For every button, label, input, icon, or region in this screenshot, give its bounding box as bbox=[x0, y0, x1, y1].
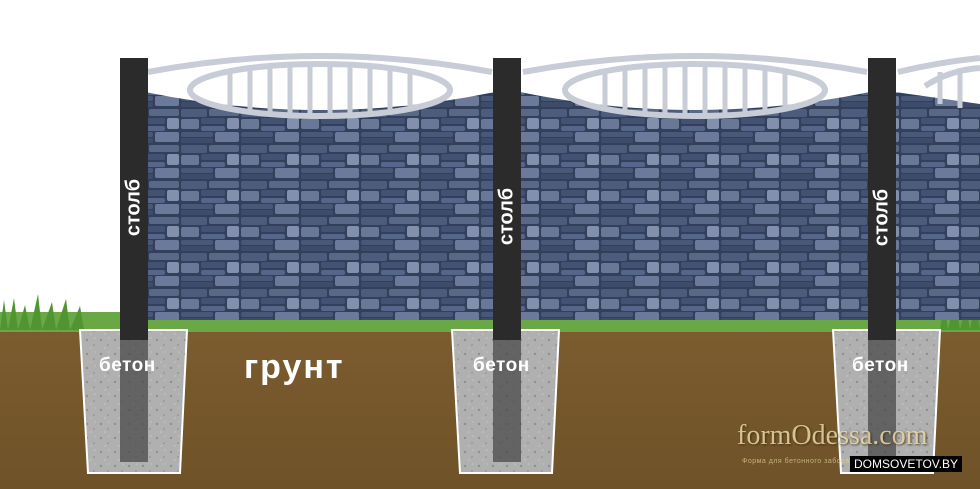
fence-panel-3 bbox=[895, 74, 980, 320]
panel-decor-1 bbox=[145, 50, 495, 119]
watermark-site: DOMSOVETOV.BY bbox=[850, 456, 963, 472]
post-label-1: столб bbox=[122, 178, 145, 237]
post-in-concrete-3 bbox=[868, 340, 896, 462]
post-in-concrete-1 bbox=[120, 340, 148, 462]
panel-decor-3 bbox=[895, 50, 980, 108]
grass-blades-left bbox=[0, 294, 84, 330]
soil-label: грунт bbox=[244, 348, 345, 386]
watermark-tagline: Форма для бетонного забора bbox=[742, 458, 850, 465]
fence-panel-2 bbox=[520, 74, 870, 320]
fence-post-3 bbox=[868, 58, 896, 340]
post-label-3: столб bbox=[870, 188, 893, 247]
fence-panel-1 bbox=[145, 74, 495, 320]
grass-blades-right bbox=[940, 296, 980, 330]
post-label-2: столб bbox=[495, 187, 518, 246]
concrete-label-3: бетон bbox=[852, 355, 909, 376]
fence-post-1 bbox=[120, 58, 148, 340]
concrete-label-1: бетон bbox=[99, 355, 156, 376]
post-in-concrete-2 bbox=[493, 340, 521, 462]
watermark-brand: formOdessa.com bbox=[737, 420, 928, 451]
fence-post-2 bbox=[493, 58, 521, 340]
concrete-label-2: бетон bbox=[473, 355, 530, 376]
panel-decor-2 bbox=[520, 50, 870, 119]
